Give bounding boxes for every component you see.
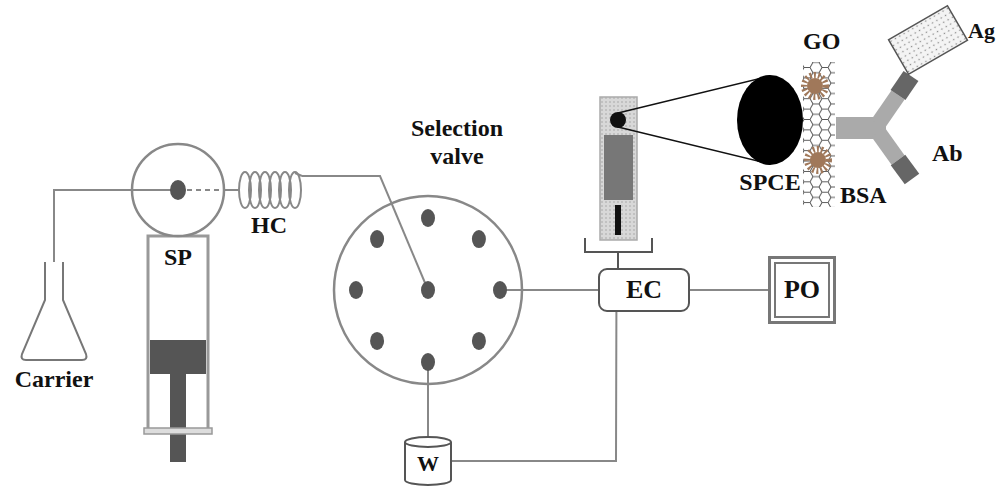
valve-body bbox=[334, 196, 522, 384]
bsa-core bbox=[807, 78, 823, 94]
part-label: Ag bbox=[968, 18, 995, 43]
valve-port bbox=[421, 209, 435, 227]
outer-frame bbox=[770, 258, 835, 323]
tubing-line bbox=[54, 190, 130, 262]
syringe-flange bbox=[144, 428, 212, 434]
selection-valve: Selection valve bbox=[333, 195, 523, 385]
antibody-shape bbox=[836, 76, 912, 179]
coil-lead bbox=[295, 173, 302, 176]
cylinder-body bbox=[405, 442, 451, 485]
bsa-spikes bbox=[807, 149, 829, 171]
valve-port bbox=[472, 230, 486, 248]
bsa-blob bbox=[807, 149, 829, 171]
antigen-box bbox=[889, 6, 968, 75]
electrode-contact bbox=[615, 205, 621, 235]
node-label: W bbox=[417, 451, 439, 476]
syringe-plunger bbox=[150, 340, 206, 374]
antibody-arm bbox=[878, 132, 898, 160]
node-label: SP bbox=[164, 244, 192, 272]
valve-port bbox=[170, 180, 186, 200]
layer-label: GO bbox=[803, 28, 840, 56]
electrode-disc bbox=[737, 75, 803, 165]
bsa-core bbox=[810, 152, 826, 168]
bsa-spikes bbox=[804, 75, 826, 97]
holding-coil-outline bbox=[236, 170, 302, 210]
node-label: EC bbox=[626, 275, 662, 305]
electrochemical-cell: EC bbox=[598, 268, 690, 312]
bsa-blob bbox=[804, 75, 826, 97]
selection-valve-outline bbox=[333, 195, 523, 385]
graphene-oxide-layer bbox=[803, 62, 835, 207]
node-label: Carrier bbox=[15, 366, 94, 394]
valve-port bbox=[370, 230, 384, 248]
coil-loop bbox=[289, 172, 301, 208]
node-label: Selection valve bbox=[387, 115, 527, 170]
potentiostat: PO bbox=[768, 256, 836, 324]
cylinder-top bbox=[405, 437, 451, 447]
cell-outline bbox=[599, 269, 689, 311]
tubing-line bbox=[452, 312, 616, 461]
carrier-flask-outline bbox=[20, 262, 88, 360]
electrode-insulation bbox=[604, 135, 633, 200]
node-label: HC bbox=[251, 212, 287, 240]
tubing-line bbox=[427, 385, 429, 436]
tubing-line bbox=[690, 289, 768, 291]
node-label: SPCE bbox=[739, 169, 800, 197]
syringe-rod bbox=[170, 374, 186, 462]
valve-port bbox=[421, 353, 435, 371]
valve-port bbox=[349, 281, 363, 299]
tubing-line bbox=[226, 189, 236, 191]
part-label: Ab bbox=[932, 140, 963, 168]
flask-outline bbox=[22, 262, 87, 360]
antibody-arm bbox=[878, 95, 898, 124]
waste-container: W bbox=[404, 436, 452, 486]
antigen-block bbox=[889, 6, 968, 75]
node-label: PO bbox=[784, 275, 820, 305]
tubing-line bbox=[302, 176, 391, 202]
cell-bracket bbox=[585, 238, 652, 268]
antibody-arm-end bbox=[898, 160, 912, 179]
valve-port bbox=[421, 281, 435, 299]
holding-coil: HC bbox=[236, 170, 302, 210]
valve-port bbox=[370, 332, 384, 350]
valve-port bbox=[493, 281, 507, 299]
spce-electrode-outline bbox=[737, 75, 803, 165]
working-electrode-dot bbox=[610, 112, 626, 128]
antibody-arm-end bbox=[898, 76, 911, 95]
valve-port bbox=[472, 332, 486, 350]
syringe-pump-outline bbox=[130, 144, 226, 462]
carrier-flask: Carrier bbox=[20, 262, 88, 360]
electrode-body bbox=[600, 97, 637, 240]
layer-label: BSA bbox=[840, 182, 887, 210]
tubing-line bbox=[523, 289, 598, 291]
spce-electrode: SPCE bbox=[737, 75, 803, 165]
syringe-pump: SP bbox=[130, 144, 226, 462]
inner-frame bbox=[775, 263, 829, 317]
